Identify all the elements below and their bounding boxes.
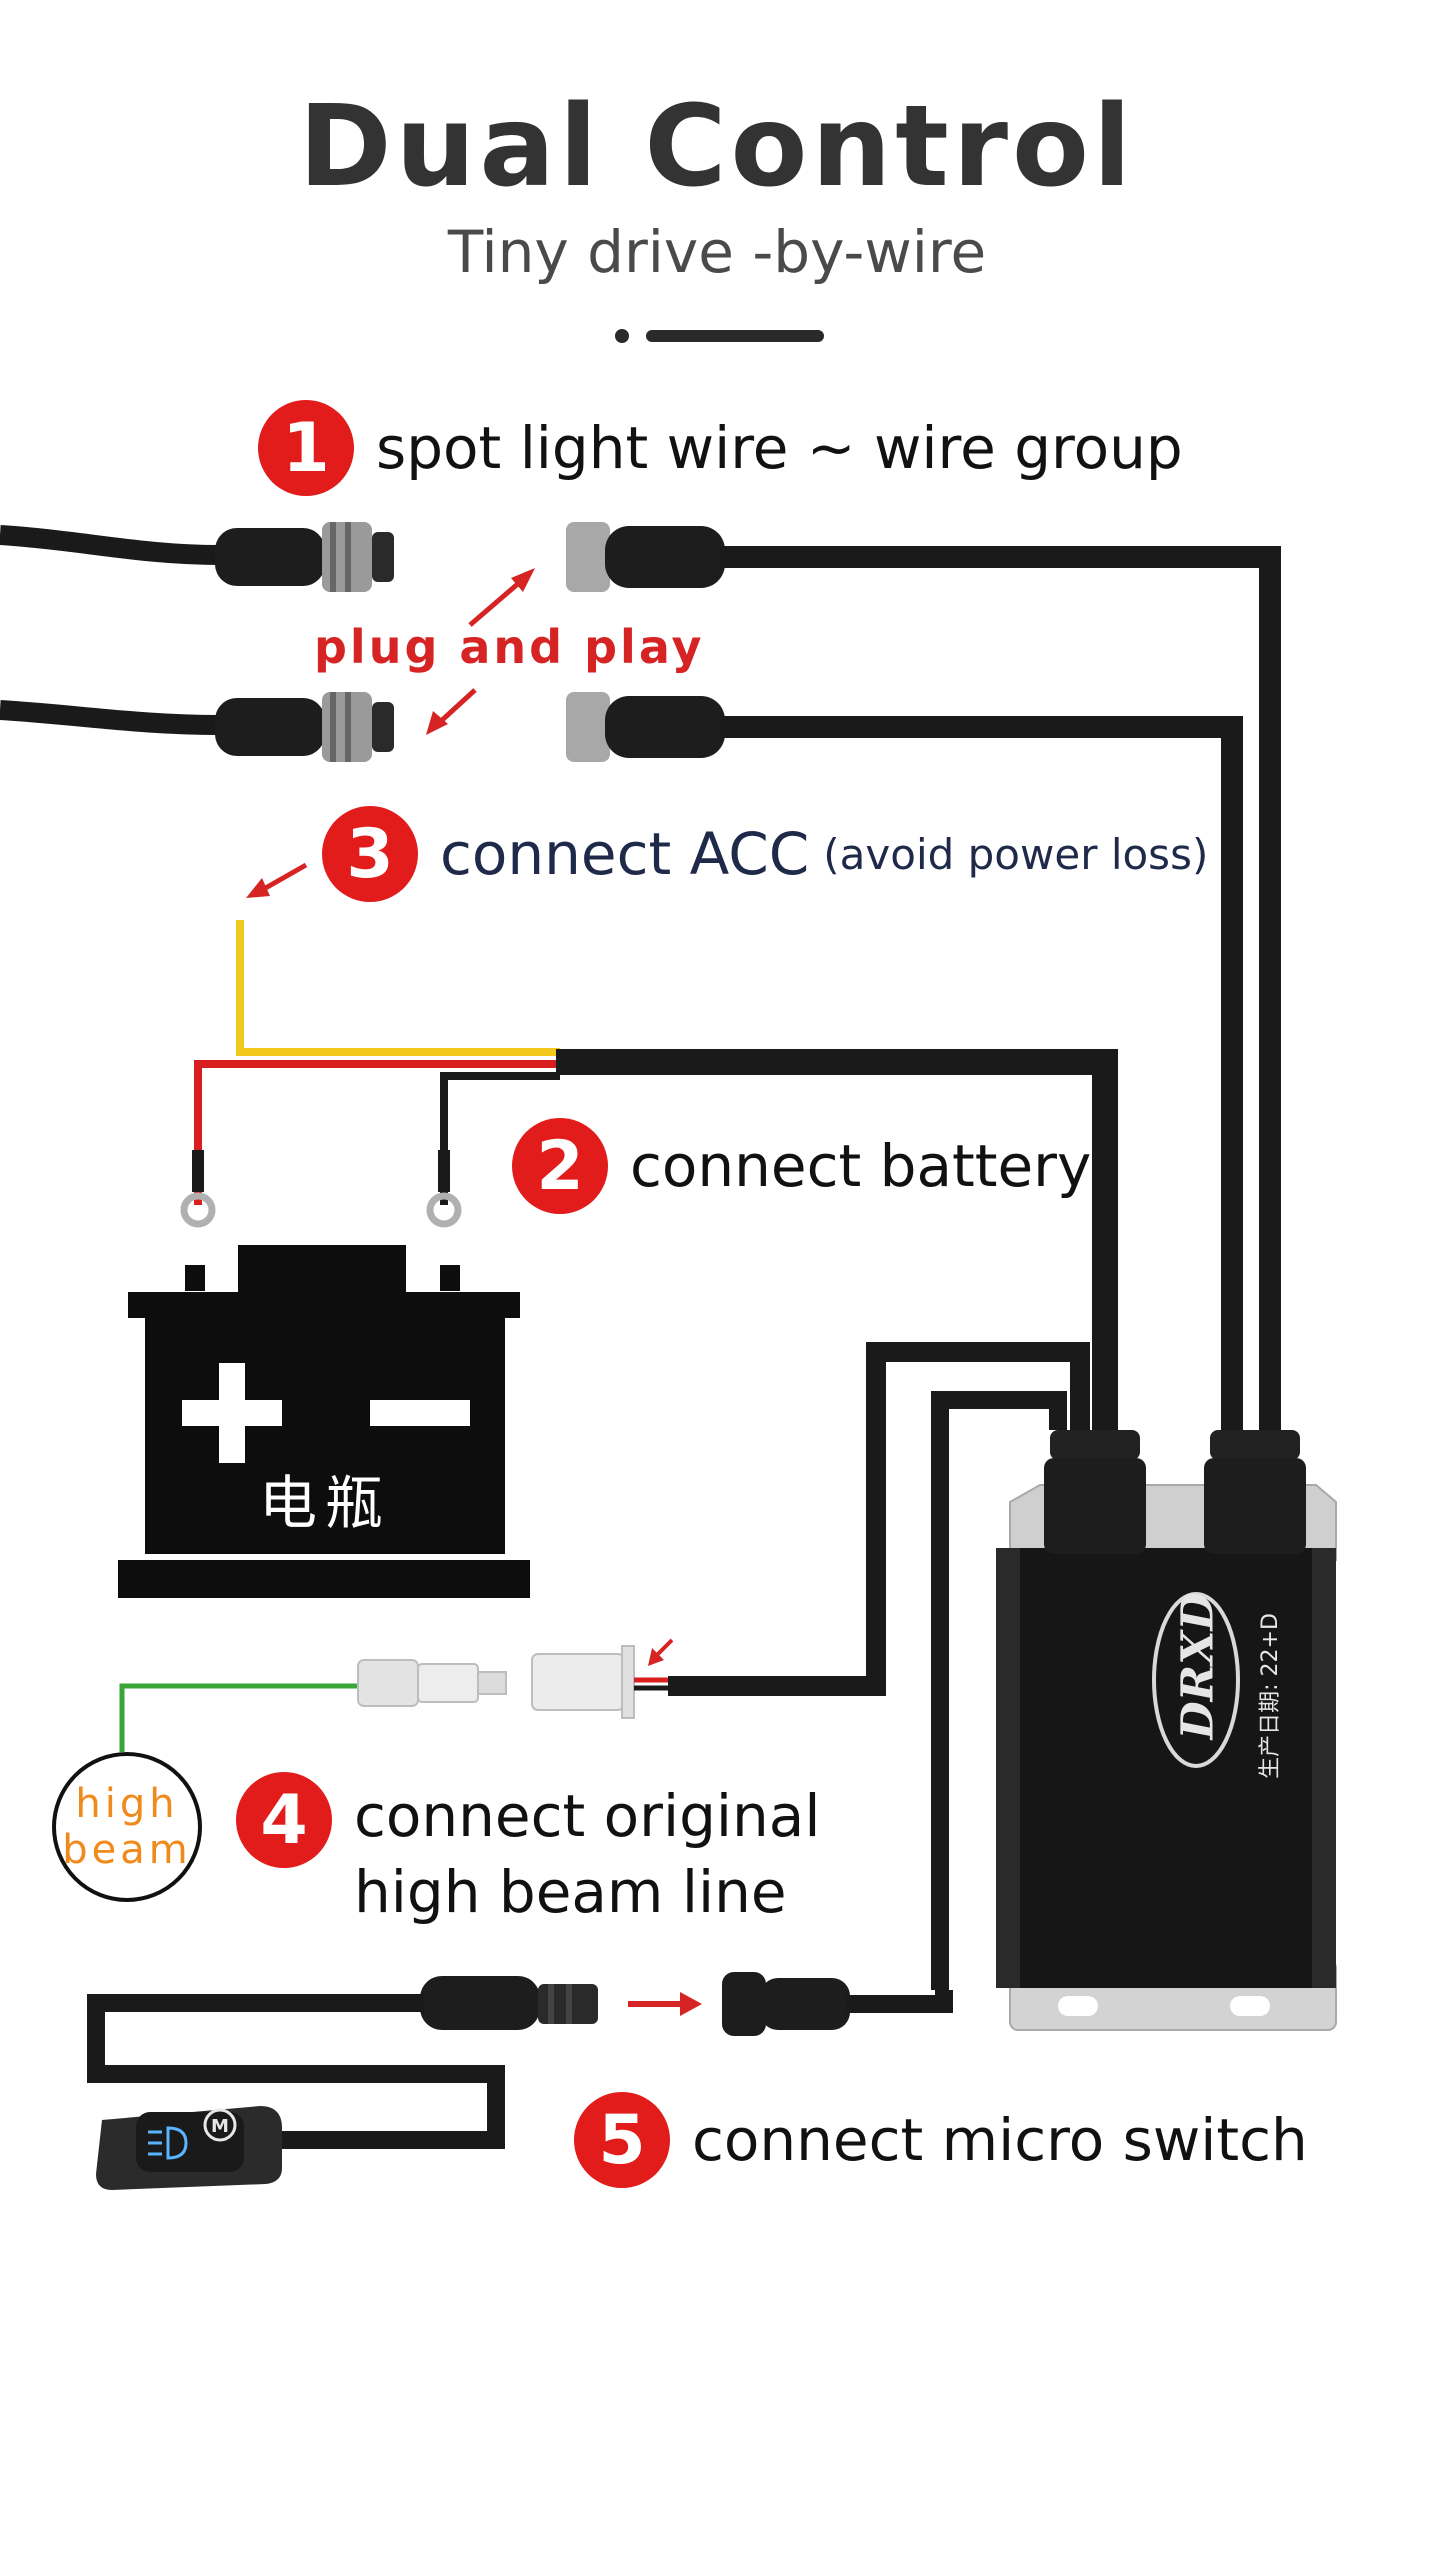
mode-m-icon: M	[203, 2108, 237, 2142]
step-1: 1 spot light wire ~ wire group	[258, 400, 1183, 496]
step-3-text: connect ACC	[440, 820, 810, 888]
plug-arrow-up	[468, 568, 535, 627]
step-4-badge: 4	[236, 1772, 332, 1868]
step-1-text: spot light wire ~ wire group	[376, 414, 1183, 482]
wire-group-connector-top	[566, 522, 1281, 1430]
ring-terminal-left	[180, 1150, 216, 1228]
page-subtitle: Tiny drive -by-wire	[447, 218, 987, 286]
acc-arrow	[246, 862, 308, 898]
svg-text:M: M	[211, 2116, 229, 2137]
step-2-badge: 2	[512, 1118, 608, 1214]
page-title: Dual Control	[298, 82, 1136, 212]
battery-red-wire	[194, 1060, 560, 1205]
step-1-badge: 1	[258, 400, 354, 496]
separator-bar	[646, 330, 824, 342]
high-beam-circle-line2: beam	[62, 1827, 192, 1873]
brand-logo	[1152, 1592, 1240, 1768]
switch-arrow	[628, 1992, 702, 2016]
high-beam-green-wire	[119, 1683, 360, 1752]
battery-label: 电瓶	[258, 1469, 391, 1537]
high-beam-cable	[668, 1342, 1090, 1696]
acc-yellow-wire	[236, 920, 560, 1056]
step-4-text-line1: connect original	[354, 1782, 821, 1850]
headlight-icon	[148, 2126, 188, 2160]
step-3-note: (avoid power loss)	[823, 829, 1209, 879]
step-5: 5 connect micro switch	[574, 2092, 1308, 2188]
high-beam-circle: high beam	[52, 1752, 202, 1902]
step-4-text-line2: high beam line	[354, 1858, 787, 1926]
plug-arrow-down	[426, 688, 477, 735]
plug-and-play-label: plug and play	[314, 620, 705, 674]
wire-group-connector-bottom	[566, 692, 1243, 1430]
battery-icon	[118, 1245, 530, 1598]
power-cable	[556, 1049, 1118, 1430]
step-5-text: connect micro switch	[692, 2106, 1308, 2174]
high-beam-arrow	[648, 1638, 674, 1666]
switch-cable-loop	[87, 1994, 505, 2149]
step-2-text: connect battery	[630, 1132, 1092, 1200]
spot-light-cable-top	[0, 522, 394, 592]
ring-terminal-right	[426, 1150, 462, 1228]
step-4-text: connect original high beam line	[354, 1778, 820, 1930]
micro-switch: M	[96, 2106, 282, 2190]
high-beam-circle-line1: high	[75, 1781, 179, 1827]
separator-dot	[615, 329, 629, 343]
switch-connector-male	[420, 1976, 598, 2030]
spot-light-cable-bottom	[0, 692, 394, 762]
controller-brand: DRXD	[1172, 1592, 1224, 1740]
step-2: 2 connect battery	[512, 1118, 1091, 1214]
switch-cable-upper	[931, 1391, 1067, 1990]
step-3-badge: 3	[322, 806, 418, 902]
switch-connector-female	[722, 1972, 953, 2036]
step-4: 4 connect original high beam line	[236, 1772, 820, 1930]
step-3: 3 connect ACC (avoid power loss)	[322, 806, 1208, 902]
high-beam-plug	[357, 1645, 668, 1719]
controller-date: 生产日期: 22+D	[1258, 1613, 1283, 1779]
step-5-badge: 5	[574, 2092, 670, 2188]
controller-box	[996, 1430, 1337, 2031]
